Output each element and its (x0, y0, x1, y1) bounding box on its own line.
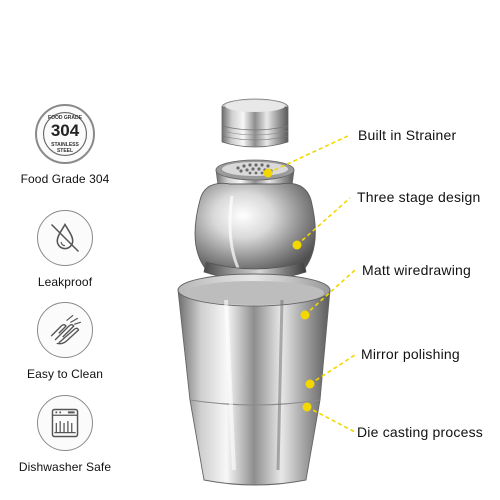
no-drop-icon (50, 222, 80, 253)
dishwasher-icon (51, 408, 79, 438)
callout-mirror-polishing: Mirror polishing (361, 346, 460, 362)
feature-easy-clean: Easy to Clean (0, 302, 130, 381)
badge-top-text: FOOD GRADE (48, 115, 82, 121)
callout-built-in-strainer: Built in Strainer (358, 127, 457, 143)
feature-caption-easy-clean: Easy to Clean (26, 367, 103, 381)
badge-bottom-text-1: STAINLESS (51, 142, 79, 148)
feature-dishwasher: Dishwasher Safe (0, 395, 130, 474)
badge-number: 304 (50, 121, 80, 140)
easy-clean-circle (37, 302, 93, 358)
callout-die-casting-process: Die casting process (357, 424, 483, 440)
food-grade-badge: FOOD GRADE 304 STAINLESS STEEL (35, 104, 95, 164)
feature-caption-leakproof: Leakproof (37, 275, 93, 289)
washing-hands-icon (50, 314, 82, 345)
feature-food-grade: FOOD GRADE 304 STAINLESS STEEL Food Grad… (0, 104, 130, 186)
callout-three-stage-design: Three stage design (357, 189, 481, 205)
feature-caption-dishwasher: Dishwasher Safe (18, 460, 112, 474)
dishwasher-circle (37, 395, 93, 451)
feature-leakproof: Leakproof (0, 210, 130, 289)
shaker-cap (221, 98, 289, 148)
callout-matt-wiredrawing: Matt wiredrawing (362, 262, 472, 278)
shaker-strainer-top (194, 159, 316, 281)
badge-bottom-text-2: STEEL (56, 148, 74, 154)
shaker-tin (177, 273, 331, 486)
leakproof-circle (37, 210, 93, 266)
badge-ring-icon (42, 111, 88, 157)
feature-caption-food-grade: Food Grade 304 (20, 172, 110, 186)
